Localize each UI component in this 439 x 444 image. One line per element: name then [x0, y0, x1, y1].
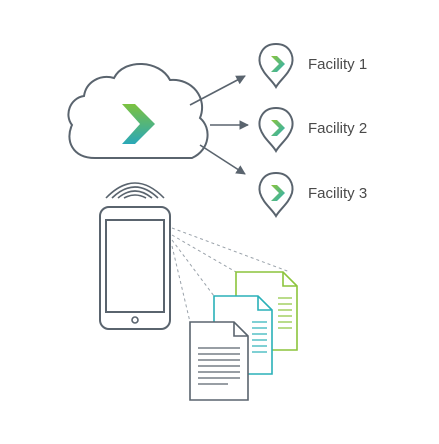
- cloud-arrow-icon: [122, 104, 155, 144]
- facility-row-1: Facility 1: [258, 42, 367, 90]
- document-stack: [189, 271, 298, 401]
- facility-label: Facility 3: [308, 185, 367, 202]
- cloud-icon: [67, 63, 209, 159]
- projection-lines: [171, 227, 291, 323]
- phone-screen: [105, 219, 165, 313]
- facility-row-2: Facility 2: [258, 106, 367, 154]
- location-pin-icon: [258, 171, 294, 219]
- cloud-connectors: [189, 75, 249, 175]
- phone-home-button: [131, 316, 139, 324]
- facility-label: Facility 1: [308, 56, 367, 73]
- wireless-signal-icon: [105, 182, 165, 199]
- facility-label: Facility 2: [308, 120, 367, 137]
- location-pin-icon: [258, 106, 294, 154]
- facility-row-3: Facility 3: [258, 171, 367, 219]
- connector-facility-1: [189, 75, 246, 106]
- document-icon: [189, 321, 249, 401]
- smartphone-icon: [99, 206, 171, 330]
- location-pin-icon: [258, 42, 294, 90]
- connector-facility-3: [199, 144, 246, 175]
